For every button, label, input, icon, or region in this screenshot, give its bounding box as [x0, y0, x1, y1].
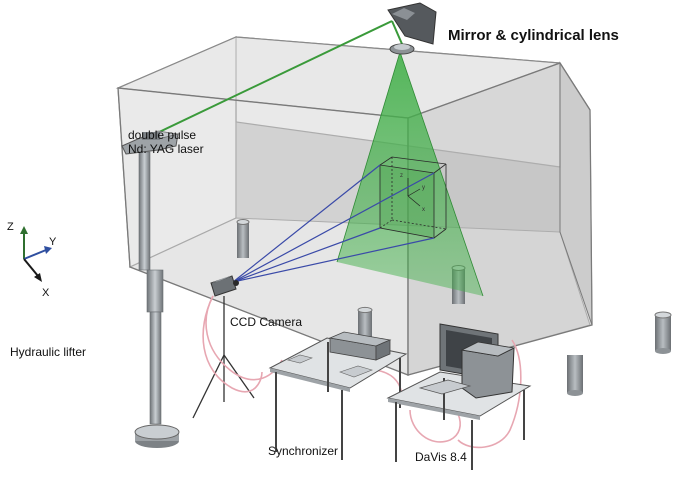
axis-x-arrow — [23, 258, 39, 277]
axis-z-label: Z — [7, 221, 14, 233]
hydraulic-lifter-label: Hydraulic lifter — [10, 345, 86, 359]
camera-view-rays — [232, 164, 435, 283]
mirror-mount — [392, 8, 415, 20]
mirror-assembly — [387, 2, 437, 55]
laser-label-line2: Nd: YAG laser — [128, 142, 204, 156]
davis-label: DaVis 8.4 — [415, 450, 467, 464]
ccd-camera — [210, 275, 239, 297]
mirror-label: Mirror & cylindrical lens — [448, 27, 619, 44]
laser-beam — [154, 20, 403, 135]
davis-computer-table — [386, 323, 532, 470]
global-axes: Z Y X — [7, 221, 57, 299]
synchronizer-label: Synchronizer — [268, 444, 338, 458]
davis-pc-tower — [461, 347, 515, 399]
roi-axis-y-label: y — [422, 185, 425, 191]
mirror — [387, 2, 437, 45]
axis-y-arrow — [23, 249, 47, 260]
measurement-region — [379, 156, 447, 239]
axis-y-label: Y — [49, 236, 57, 248]
tank-leg — [357, 306, 373, 340]
roi-axis-x-label: x — [422, 207, 425, 213]
axis-x-label: X — [42, 287, 50, 299]
laser-light-sheet — [337, 52, 483, 296]
davis-keyboard — [418, 379, 472, 395]
roi-axis-z-label: z — [400, 173, 403, 179]
hydraulic-lifter — [134, 151, 180, 448]
tank-leg — [567, 355, 583, 396]
ccd-camera-label: CCD Camera — [230, 315, 302, 329]
laser-unit — [121, 130, 179, 155]
synchronizer-table — [268, 331, 408, 460]
tank-leg — [236, 219, 250, 258]
laser-label-line1: double pulse — [128, 128, 196, 142]
tank-leg — [654, 311, 672, 354]
roi-axes: z y x — [400, 173, 425, 213]
